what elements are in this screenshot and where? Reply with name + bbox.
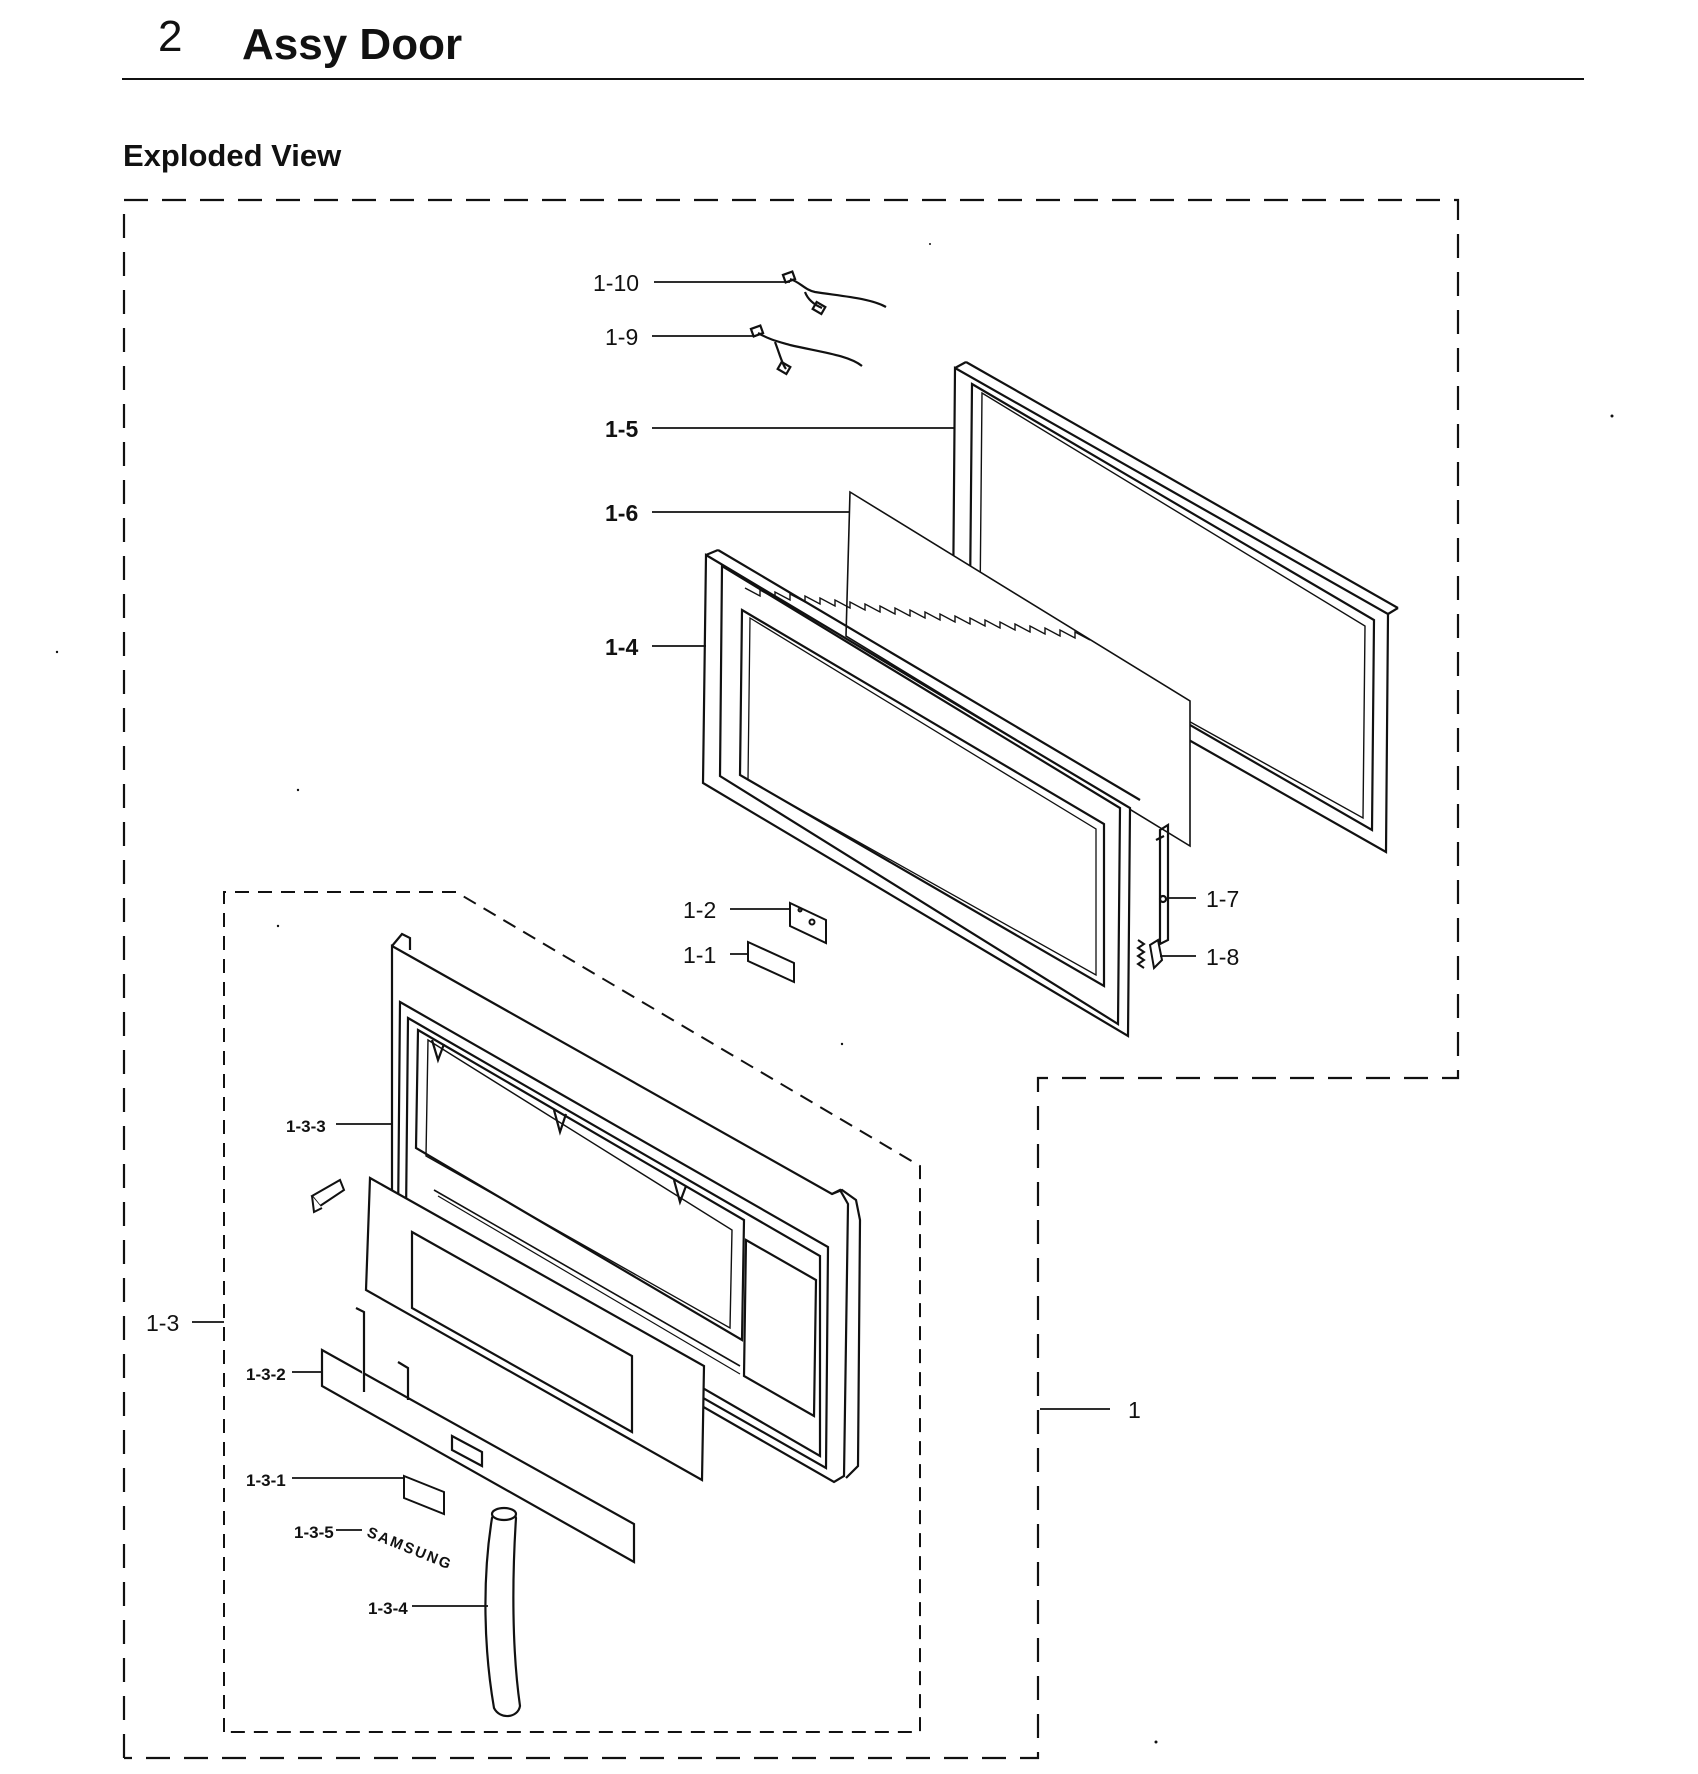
overlay-panel-1-3-2 [364,1176,706,1482]
samsung-logo-1-3-5: SAMSUNG [365,1524,455,1574]
callout-labels: 1-10 1-9 1-5 1-6 1-4 1-7 1-8 1-2 1-1 1-3… [146,270,1239,1618]
specks [55,243,1614,1744]
handle-1-3-4 [484,1506,522,1718]
wire-harness-1-9 [749,324,863,376]
callout-1-3-1: 1-3-1 [246,1471,286,1490]
section-title: Assy Door [242,20,463,69]
callout-1-6: 1-6 [605,500,638,526]
callout-1: 1 [1128,1397,1141,1423]
pcb-1-2 [789,901,827,945]
front-panel-1-3-3 [390,932,862,1484]
callout-1-4: 1-4 [605,634,638,660]
callout-1-2: 1-2 [683,897,716,923]
wire-harness-1-10 [781,270,887,316]
callout-1-3: 1-3 [146,1310,179,1336]
callout-1-3-3: 1-3-3 [286,1117,326,1136]
door-frame-1-5 [951,361,1399,854]
film-1-3-2 [320,1307,636,1564]
callout-1-3-2: 1-3-2 [246,1365,286,1384]
assembly-boundary-1 [122,198,1460,1760]
plate-1-1 [747,940,795,984]
callout-1-1: 1-1 [683,942,716,968]
subassembly-boundary-1-3 [223,891,921,1733]
callout-1-7: 1-7 [1206,886,1239,912]
spring-1-8 [1136,938,1164,971]
section-number: 2 [158,12,183,61]
latch-1-7 [1155,823,1170,946]
inner-door-panel-1-4 [701,548,1141,1038]
glass-sheet-1-6 [845,490,1191,848]
callout-1-5: 1-5 [605,416,638,442]
callout-1-10: 1-10 [593,270,639,296]
exploded-view-heading: Exploded View [123,138,342,173]
section-header: 2 Assy Door [122,0,1584,80]
small-panel-1-3-1 [403,1474,445,1516]
callout-1-3-5: 1-3-5 [294,1523,334,1542]
callout-1-9: 1-9 [605,324,638,350]
clip [310,1178,346,1214]
leader-lines [192,281,1196,1607]
callout-1-3-4: 1-3-4 [368,1599,408,1618]
callout-1-8: 1-8 [1206,944,1239,970]
